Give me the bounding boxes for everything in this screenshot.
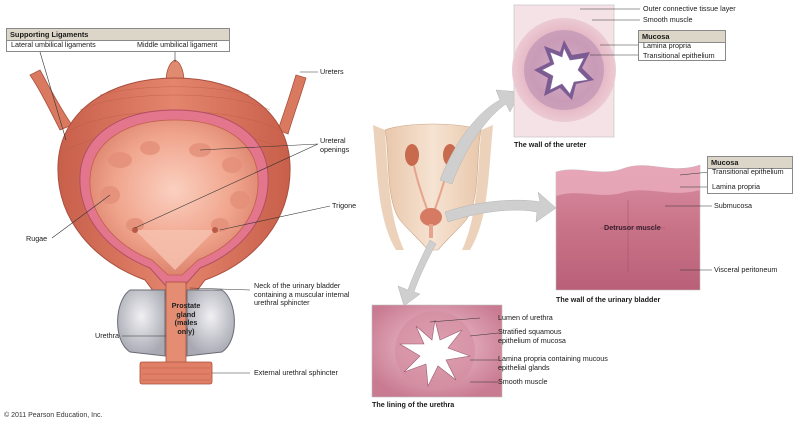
- label-trigone: Trigone: [332, 201, 357, 210]
- label-detrusor: Detrusor muscle: [604, 223, 661, 232]
- label-submucosa: Submucosa: [714, 201, 752, 210]
- arrow-to-urethra: [397, 239, 437, 307]
- label-visceral-peritoneum: Visceral peritoneum: [714, 265, 778, 274]
- kidney-left: [405, 144, 419, 166]
- label-bladder-transitional: Transitional epithelium: [712, 167, 784, 176]
- right-leader-lines: [429, 8, 712, 383]
- ureter-mucosa-box: Mucosa Lamina propria Transitional epith…: [638, 30, 726, 61]
- supporting-ligaments-box: Supporting Ligaments Lateral umbilical l…: [6, 28, 230, 52]
- left-leader-lines: [39, 51, 331, 374]
- supporting-ligaments-title: Supporting Ligaments: [7, 29, 229, 41]
- label-ureteral-openings: Ureteral openings: [320, 136, 350, 154]
- label-bladder-lamina-propria: Lamina propria: [712, 182, 760, 191]
- label-rugae: Rugae: [26, 234, 48, 243]
- label-urethra: Urethra: [95, 331, 119, 340]
- ureter-mucosa-title: Mucosa: [639, 31, 725, 43]
- copyright: © 2011 Pearson Education, Inc.: [4, 412, 103, 419]
- ureteral-opening-left: [132, 227, 138, 233]
- label-bladder-neck: Neck of the urinary bladder containing a…: [254, 281, 350, 308]
- bladder-mucosa-title: Mucosa: [708, 157, 792, 169]
- prostate-right: [186, 289, 235, 357]
- label-urethra-lamina: Lamina propria containing mucous epithel…: [498, 354, 608, 372]
- arrow-to-bladder-wall: [444, 191, 557, 223]
- label-lumen: Lumen of urethra: [498, 313, 553, 322]
- trigone: [135, 230, 215, 270]
- label-outer-connective: Outer connective tissue layer: [643, 4, 736, 13]
- prostate-left: [117, 289, 166, 357]
- label-stratified: Stratified squamous epithelium of mucosa: [498, 327, 566, 345]
- label-lateral-umbilical: Lateral umbilical ligaments: [11, 40, 96, 49]
- body-silhouette: [373, 123, 493, 251]
- ureteral-opening-right: [212, 227, 218, 233]
- bladder-wall-histology: [555, 164, 701, 291]
- ureter-histology: [512, 4, 616, 138]
- left-ureter: [29, 69, 73, 131]
- caption-bladder-wall: The wall of the urinary bladder: [556, 295, 661, 304]
- bladder-small: [420, 208, 442, 226]
- label-ureter-smooth-muscle: Smooth muscle: [643, 15, 693, 24]
- caption-urethra: The lining of the urethra: [372, 400, 455, 409]
- label-middle-umbilical: Middle umbilical ligament: [137, 40, 218, 49]
- caption-ureter: The wall of the ureter: [514, 140, 587, 149]
- external-sphincter: [139, 361, 213, 385]
- label-ureter-lamina-propria: Lamina propria: [643, 41, 691, 50]
- bladder-illustration: [29, 59, 307, 385]
- label-ureters: Ureters: [320, 67, 344, 76]
- bladder-mucosa-box: Mucosa Transitional epithelium Lamina pr…: [707, 156, 793, 194]
- right-ureter: [277, 74, 307, 135]
- label-ureter-transitional: Transitional epithelium: [643, 51, 715, 60]
- label-prostate: Prostate gland (males only): [171, 301, 201, 336]
- label-urethra-smooth-muscle: Smooth muscle: [498, 377, 548, 386]
- urethra-histology: [371, 304, 503, 398]
- label-external-sphincter: External urethral sphincter: [254, 368, 338, 377]
- bladder-lumen: [89, 119, 259, 276]
